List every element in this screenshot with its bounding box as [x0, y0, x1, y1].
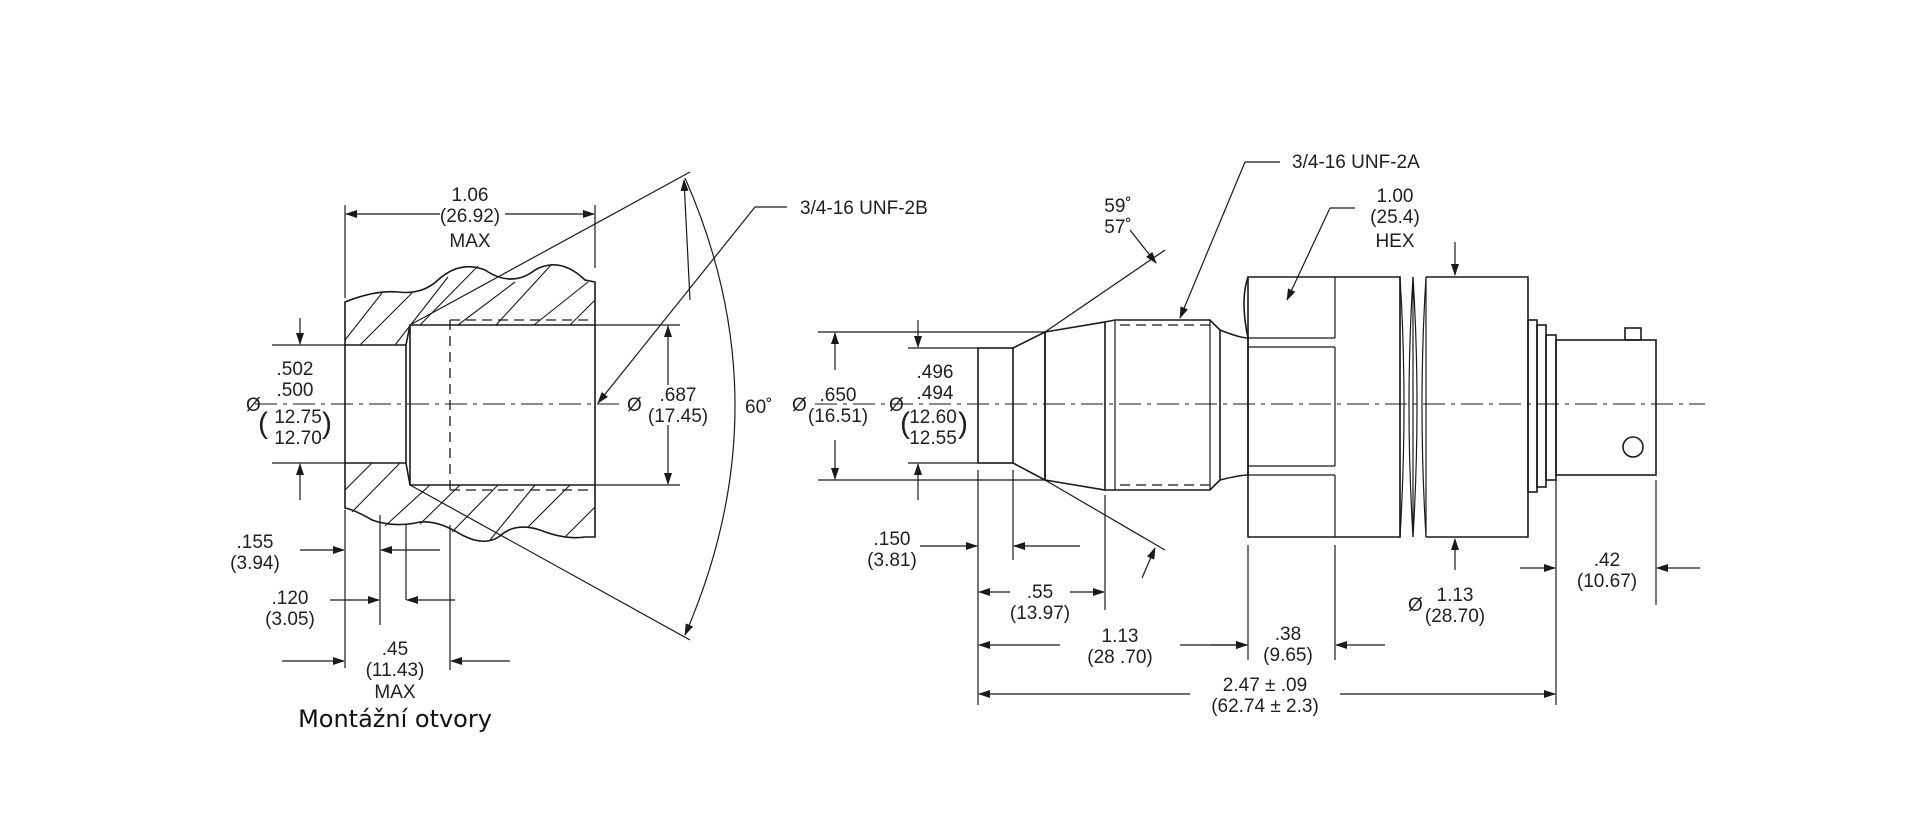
- d650-in: .650: [820, 385, 857, 406]
- d150-in: .150: [874, 529, 911, 550]
- threaded-section: [1104, 319, 1221, 491]
- d496-dia-symbol: Ø: [889, 395, 904, 416]
- d496-in-1: .496: [917, 362, 954, 383]
- dim-155-in: .155: [237, 532, 274, 553]
- bore-dia-mm-1: 12.75: [274, 407, 322, 428]
- hatching-bottom: [344, 462, 596, 541]
- hex-mm: (25.4): [1370, 207, 1420, 228]
- dim-120-mm: (3.05): [265, 609, 315, 630]
- total-mm: (62.74 ± 2.3): [1211, 696, 1319, 717]
- dim-width-in: 1.06: [452, 185, 489, 206]
- hex-body: [1247, 276, 1401, 538]
- angle-57: 57˚: [1104, 217, 1131, 238]
- body-dia-symbol: Ø: [1408, 595, 1423, 616]
- main-housing: [1426, 276, 1529, 538]
- dim-45-in: .45: [382, 639, 408, 660]
- dim-45-mm: (11.43): [366, 660, 425, 681]
- angle-line-top: [1044, 249, 1166, 333]
- angle-59: 59˚: [1104, 196, 1131, 217]
- angle-arc: [684, 177, 736, 636]
- angle-60: 60˚: [745, 397, 772, 418]
- connector-pin: [1624, 327, 1642, 341]
- caption-mounting-holes: Montážní otvory: [298, 705, 492, 733]
- mounting-hole-view: 1.06 (26.92) MAX 60˚ 3/4-16 UNF-2B Ø .50…: [230, 171, 928, 733]
- hole-top-wall: [344, 264, 596, 346]
- bore-paren-close: ): [322, 407, 332, 440]
- d113-mm: (28 .70): [1087, 647, 1152, 668]
- hex-label: HEX: [1375, 231, 1414, 252]
- bnc-connector: [1555, 339, 1657, 476]
- d496-in-2: .494: [917, 383, 954, 404]
- thread-dia-mm: (17.45): [648, 406, 708, 427]
- total-in: 2.47 ± .09: [1223, 675, 1307, 696]
- angle-ray-bottom: [409, 484, 691, 641]
- hatching-top: [344, 263, 596, 346]
- bore-dia-in-1: .502: [277, 359, 314, 380]
- bore-paren-open: (: [258, 407, 268, 440]
- d496-paren-close: ): [958, 407, 968, 440]
- sealing-cone: [1044, 321, 1106, 491]
- thread-dia-in: .687: [660, 385, 697, 406]
- bore-dia-symbol: Ø: [246, 395, 261, 416]
- d496-mm-2: 12.55: [909, 428, 957, 449]
- dim-45-max: MAX: [374, 682, 416, 703]
- connector-hole: [1622, 436, 1644, 458]
- thread-callout-2b: 3/4-16 UNF-2B: [800, 198, 928, 219]
- dim-width-mm: (26.92): [440, 206, 500, 227]
- hole-bottom-wall: [344, 462, 596, 543]
- sensor-body-view: 59˚ 57˚ 3/4-16 UNF-2A 1.00 (25.4) HEX Ø …: [792, 152, 1705, 717]
- dim-120-in: .120: [272, 588, 309, 609]
- sensor-tip: [977, 347, 1014, 464]
- d150-mm: (3.81): [867, 550, 917, 571]
- sensor-taper: [1012, 330, 1046, 482]
- dim-155-mm: (3.94): [230, 553, 280, 574]
- bore-dia-in-2: .500: [277, 380, 314, 401]
- d42-in: .42: [1594, 550, 1620, 571]
- angle-ray-top: [409, 171, 691, 326]
- d55-mm: (13.97): [1010, 603, 1070, 624]
- d55-in: .55: [1027, 582, 1053, 603]
- d650-dia-symbol: Ø: [792, 395, 807, 416]
- body-dia-in: 1.13: [1437, 585, 1474, 606]
- sensor-neck: [1219, 329, 1249, 481]
- hex-in: 1.00: [1377, 186, 1414, 207]
- thread-callout-2a: 3/4-16 UNF-2A: [1292, 152, 1420, 173]
- d38-mm: (9.65): [1263, 645, 1313, 666]
- connector-flange: [1527, 319, 1538, 493]
- d42-mm: (10.67): [1577, 571, 1637, 592]
- d650-mm: (16.51): [808, 406, 868, 427]
- thread-dia-symbol: Ø: [627, 395, 642, 416]
- d496-mm-1: 12.60: [909, 407, 957, 428]
- d38-in: .38: [1275, 624, 1301, 645]
- d496-paren-open: (: [900, 407, 910, 440]
- d113-in: 1.13: [1102, 626, 1139, 647]
- body-dia-mm: (28.70): [1425, 606, 1485, 627]
- dim-width-max: MAX: [449, 231, 491, 252]
- bore-dia-mm-2: 12.70: [274, 428, 322, 449]
